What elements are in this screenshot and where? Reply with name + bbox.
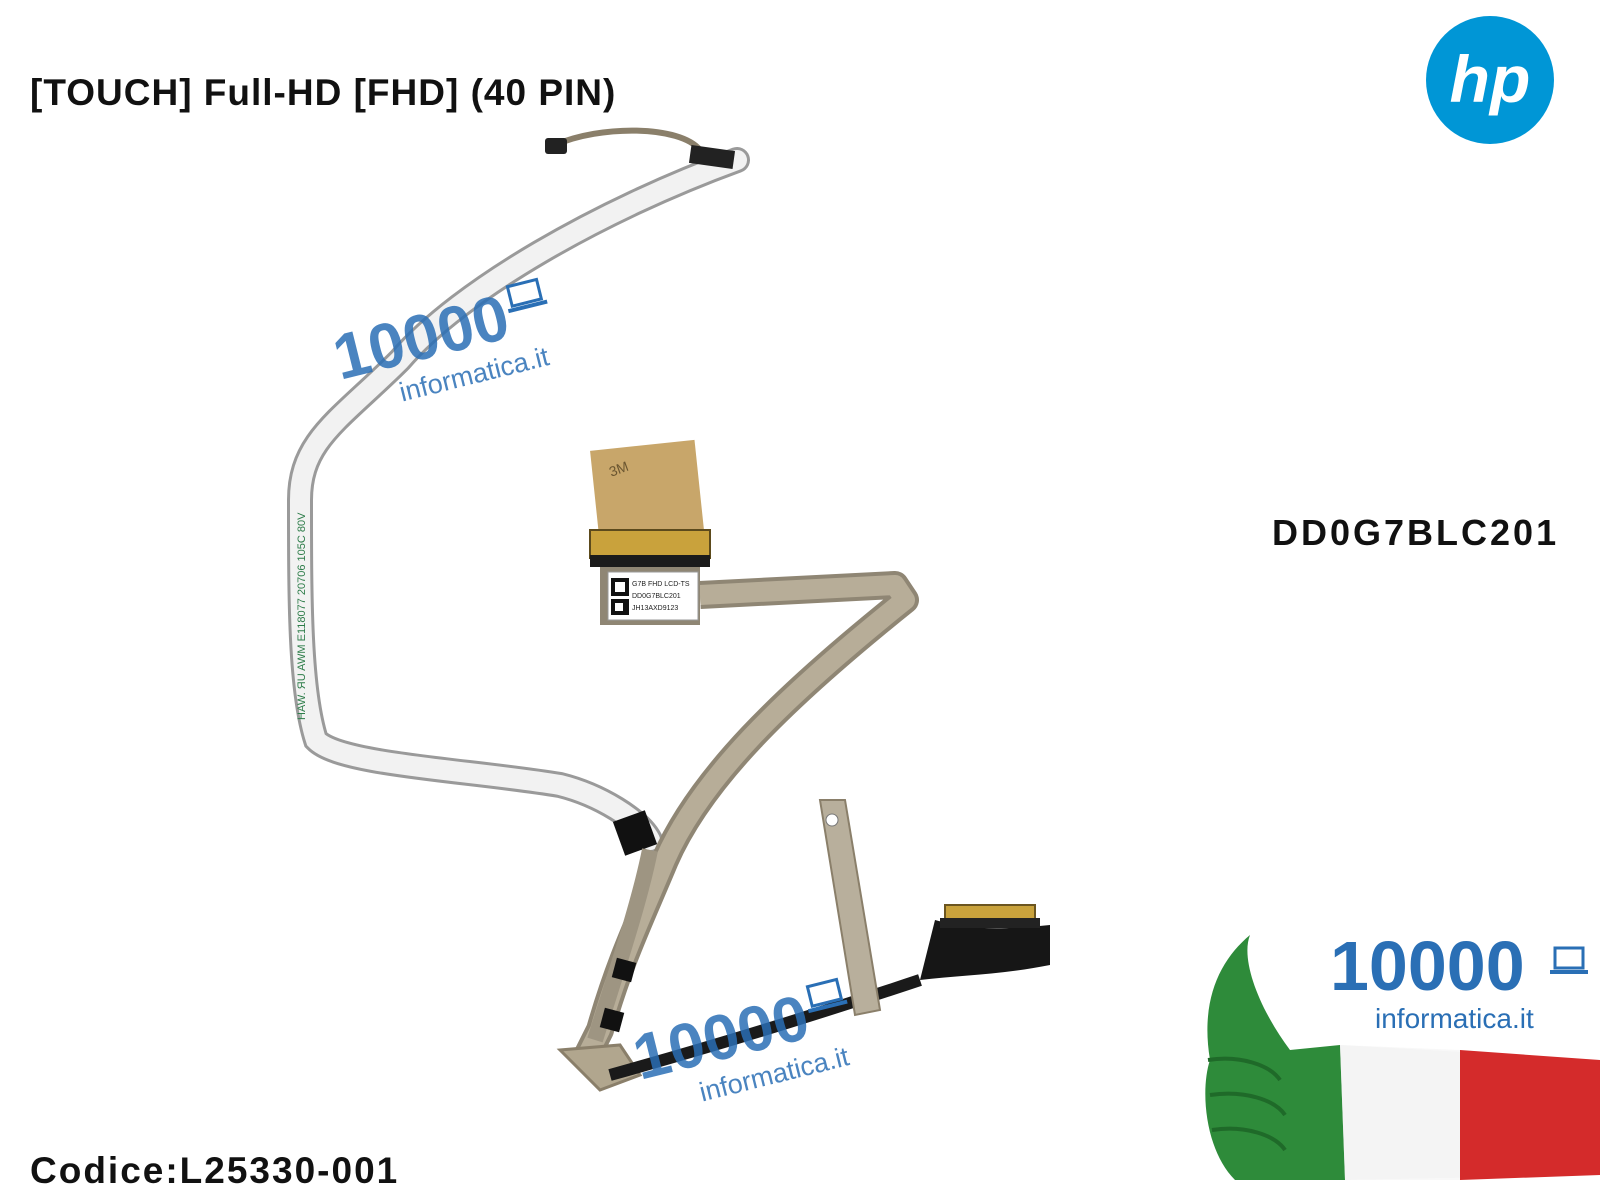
laptop-icon <box>1550 946 1588 974</box>
svg-text:10000: 10000 <box>1330 927 1525 1005</box>
laptop-icon <box>805 977 848 1014</box>
ffc-cable: HAW. ЯU AWM E118077 20706 105C 80V <box>286 127 750 856</box>
qr-code-icon <box>611 578 629 615</box>
laptop-icon <box>505 277 548 314</box>
cable-label-line2: DD0G7BLC201 <box>632 593 681 600</box>
lcd-connector: 3M G7B FHD LCD-TS DD0G7BLC201 JH13AXD912… <box>589 439 711 625</box>
cable-label-line3: JH13AXD9123 <box>632 605 678 612</box>
product-code: Codice:L25330-001 <box>30 1150 400 1191</box>
cable-label-line1: G7B FHD LCD-TS <box>632 581 690 588</box>
lcd-cable <box>556 571 1050 1092</box>
ffc-print-text: HAW. ЯU AWM E118077 20706 105C 80V <box>296 512 308 720</box>
hp-logo: hp <box>1426 16 1554 144</box>
svg-text:informatica.it: informatica.it <box>1375 1003 1534 1034</box>
part-number: DD0G7BLC201 <box>1272 512 1560 553</box>
italy-thumbs-up-badge: 10000 informatica.it <box>1205 927 1600 1180</box>
product-title: [TOUCH] Full-HD [FHD] (40 PIN) <box>30 72 617 113</box>
svg-text:hp: hp <box>1450 42 1531 116</box>
watermark-bottom: 10000 informatica.it <box>626 977 853 1107</box>
svg-text:3M: 3M <box>607 458 631 480</box>
